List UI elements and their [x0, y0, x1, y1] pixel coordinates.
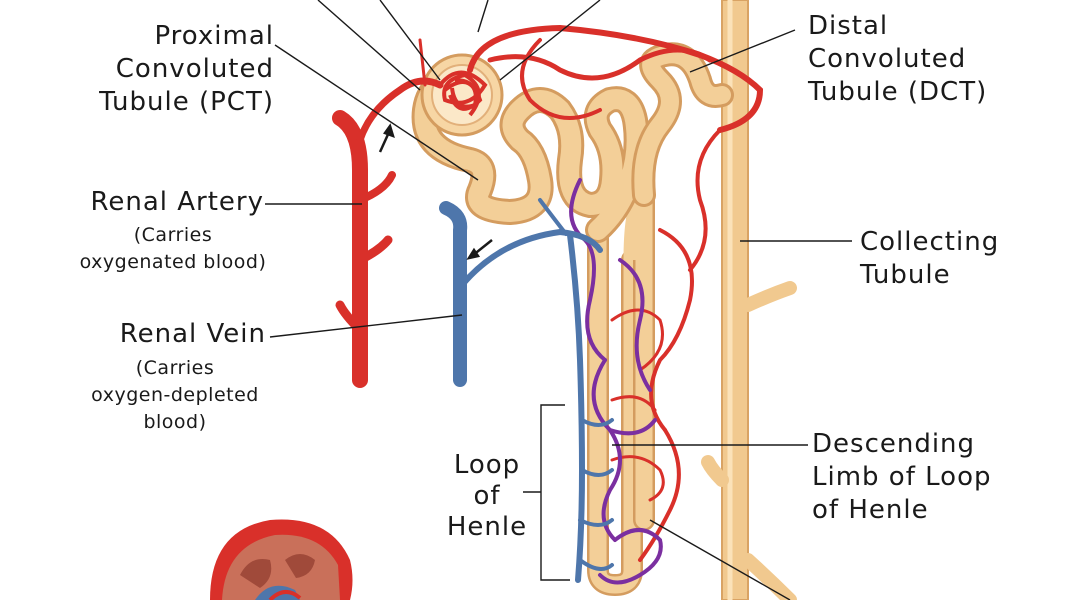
renal-artery-note: (Carries oxygenated blood) [60, 222, 286, 276]
renal-vein-note-line-2: oxygen-depleted [91, 384, 259, 406]
renal-vein-note-line-3: blood) [143, 411, 207, 433]
label-loop-of-henle: Loop of Henle [440, 450, 534, 543]
renal-artery-title: Renal Artery [90, 187, 264, 217]
kidney-thumbnail [210, 519, 353, 600]
mixed-capillaries [569, 178, 663, 585]
descending-line-1: Descending [812, 429, 976, 459]
pct-line-3: Tubule (PCT) [99, 87, 274, 117]
label-renal-vein: Renal Vein [60, 318, 266, 351]
dct-line-2: Convoluted [808, 44, 967, 74]
label-descending-limb: Descending Limb of Loop of Henle [812, 428, 991, 527]
label-proximal-convoluted-tubule: Proximal Convoluted Tubule (PCT) [60, 20, 274, 119]
label-collecting-tubule: Collecting Tubule [860, 226, 999, 292]
glomerulus [420, 53, 504, 137]
loop-line-3: Henle [446, 512, 528, 542]
dct-line-3: Tubule (DCT) [808, 77, 988, 107]
loop-line-1: Loop [453, 450, 521, 480]
loop-line-2: of [473, 481, 501, 511]
renal-vein-note: (Carries oxygen-depleted blood) [70, 355, 280, 436]
label-renal-artery: Renal Artery [40, 186, 264, 219]
renal-artery-note-line-1: (Carries [133, 224, 213, 246]
renal-artery-note-line-2: oxygenated blood) [79, 251, 267, 273]
collecting-line-1: Collecting [860, 227, 1000, 257]
distal-tubule [631, 42, 734, 207]
pct-line-2: Convoluted [115, 54, 274, 84]
proximal-tubule [411, 66, 650, 243]
descending-line-3: of Henle [812, 495, 929, 525]
renal-vein [439, 198, 614, 583]
descending-line-2: Limb of Loop [812, 462, 992, 492]
renal-vein-title: Renal Vein [119, 319, 266, 349]
flow-arrows [378, 123, 493, 260]
dct-line-1: Distal [808, 11, 889, 41]
renal-vein-note-line-1: (Carries [135, 357, 215, 379]
collecting-line-2: Tubule [860, 260, 951, 290]
pct-line-1: Proximal [154, 21, 274, 51]
leader-lines [265, 0, 852, 600]
label-distal-convoluted-tubule: Distal Convoluted Tubule (DCT) [808, 10, 987, 109]
